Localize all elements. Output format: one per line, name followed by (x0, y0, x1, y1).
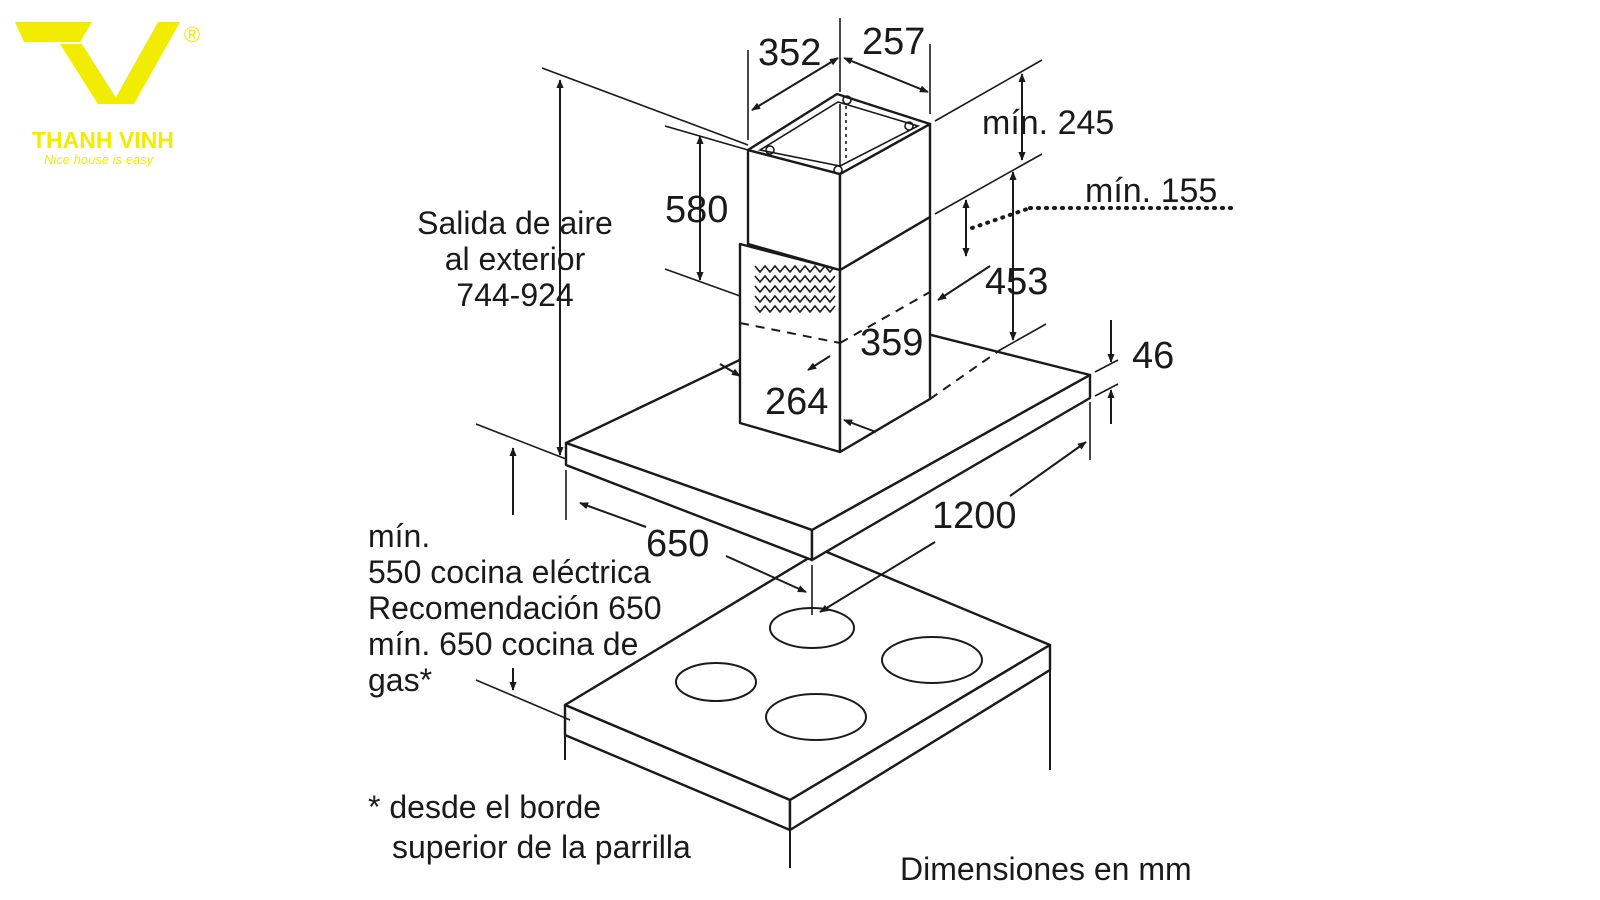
burner-back-right (881, 636, 983, 684)
dim-canopy-depth: 650 (646, 523, 709, 565)
dim-chimney-upper: 580 (665, 189, 728, 231)
label-min-height: mín. 550 cocina eléctrica Recomendación … (368, 518, 662, 698)
dim-chimney-depth: 257 (862, 21, 925, 63)
cooktop (563, 548, 1052, 868)
brand-tagline: Nice house is easy (44, 152, 155, 167)
min-height-line-3: Recomendación 650 (368, 590, 662, 626)
min-height-line-5: gas* (368, 662, 432, 698)
dim-chimney-total: 453 (985, 261, 1048, 303)
dimension-values: 352 257 mín. 245 mín. 155 580 453 359 26… (646, 21, 1217, 565)
logo-mark-icon (15, 22, 180, 104)
brand-logo: ® THANH VINH Nice house is easy (15, 22, 200, 167)
air-outlet-line-3: 744-924 (456, 277, 573, 313)
air-outlet-line-2: al exterior (445, 241, 586, 277)
burner-front-left (675, 662, 757, 702)
min-height-line-1: mín. (368, 518, 430, 554)
dim-canopy-thickness: 46 (1132, 335, 1174, 377)
upper-chimney (746, 92, 932, 272)
footnote-line-1: * desde el borde (368, 789, 601, 825)
lower-chimney (738, 215, 1001, 454)
brand-name: THANH VINH (32, 127, 174, 153)
registered-mark: ® (184, 22, 200, 47)
label-footnote: * desde el borde superior de la parrilla (368, 789, 691, 865)
dim-lower-depth: 264 (765, 381, 828, 423)
dimension-lines (475, 18, 1238, 721)
dim-min-top: mín. 245 (982, 104, 1114, 142)
min-height-line-4: mín. 650 cocina de (368, 626, 638, 662)
vent-grille-icon (754, 264, 836, 314)
units-label: Dimensiones en mm (900, 851, 1192, 887)
dim-lower-width: 359 (860, 322, 923, 364)
air-outlet-line-1: Salida de aire (417, 205, 613, 241)
dim-min-inner: mín. 155 (1085, 172, 1217, 210)
dim-chimney-width: 352 (758, 32, 821, 74)
label-air-outlet: Salida de aire al exterior 744-924 (417, 205, 613, 313)
burner-front-right (765, 693, 867, 741)
min-height-line-2: 550 cocina eléctrica (368, 554, 651, 590)
footnote-line-2: superior de la parrilla (392, 829, 691, 865)
dim-canopy-width: 1200 (932, 495, 1017, 537)
